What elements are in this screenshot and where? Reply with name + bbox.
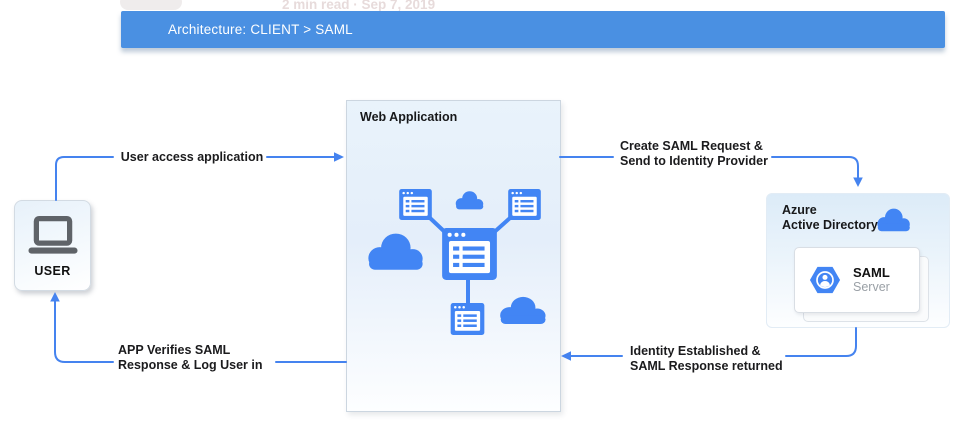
arrowhead-right-icon: [334, 152, 344, 162]
cloud-icon: [877, 208, 910, 232]
arrow-webapp-to-azure: [559, 156, 859, 179]
saml-card-subtitle: Server: [853, 280, 890, 294]
arrowhead-down-icon: [853, 177, 863, 187]
user-label: USER: [34, 263, 71, 278]
arrowhead-left-icon: [561, 351, 571, 361]
saml-server-card: SAML Server: [794, 247, 920, 313]
flow-label-user-access: User access application: [120, 150, 264, 164]
user-node: USER: [14, 200, 91, 291]
background-artifact: [120, 0, 182, 10]
title-banner: Architecture: CLIENT > SAML: [121, 11, 945, 48]
web-application-node: Web Application: [346, 100, 561, 412]
azure-ad-title: Azure Active Directory: [782, 203, 878, 232]
flow-label-app-verifies: APP Verifies SAML Response & Log User in: [118, 343, 263, 372]
banner-title: Architecture: CLIENT > SAML: [168, 22, 353, 37]
web-application-graphic: [368, 189, 546, 335]
saml-card-title: SAML: [853, 265, 890, 280]
laptop-icon: [28, 215, 77, 254]
flow-label-identity-established: Identity Established & SAML Response ret…: [630, 344, 783, 373]
identity-badge-icon: [809, 266, 841, 294]
arrow-webapp-to-user: [54, 300, 347, 363]
arrowhead-up-icon: [50, 292, 60, 302]
arrow-user-to-webapp: [55, 156, 336, 201]
flow-label-create-saml-request: Create SAML Request & Send to Identity P…: [620, 139, 768, 168]
arrow-azure-to-webapp: [570, 327, 857, 357]
azure-ad-node: Azure Active Directory SAML Server: [766, 193, 950, 328]
background-page-text: 2 min read · Sep 7, 2019: [282, 0, 436, 12]
web-application-title: Web Application: [360, 110, 458, 124]
